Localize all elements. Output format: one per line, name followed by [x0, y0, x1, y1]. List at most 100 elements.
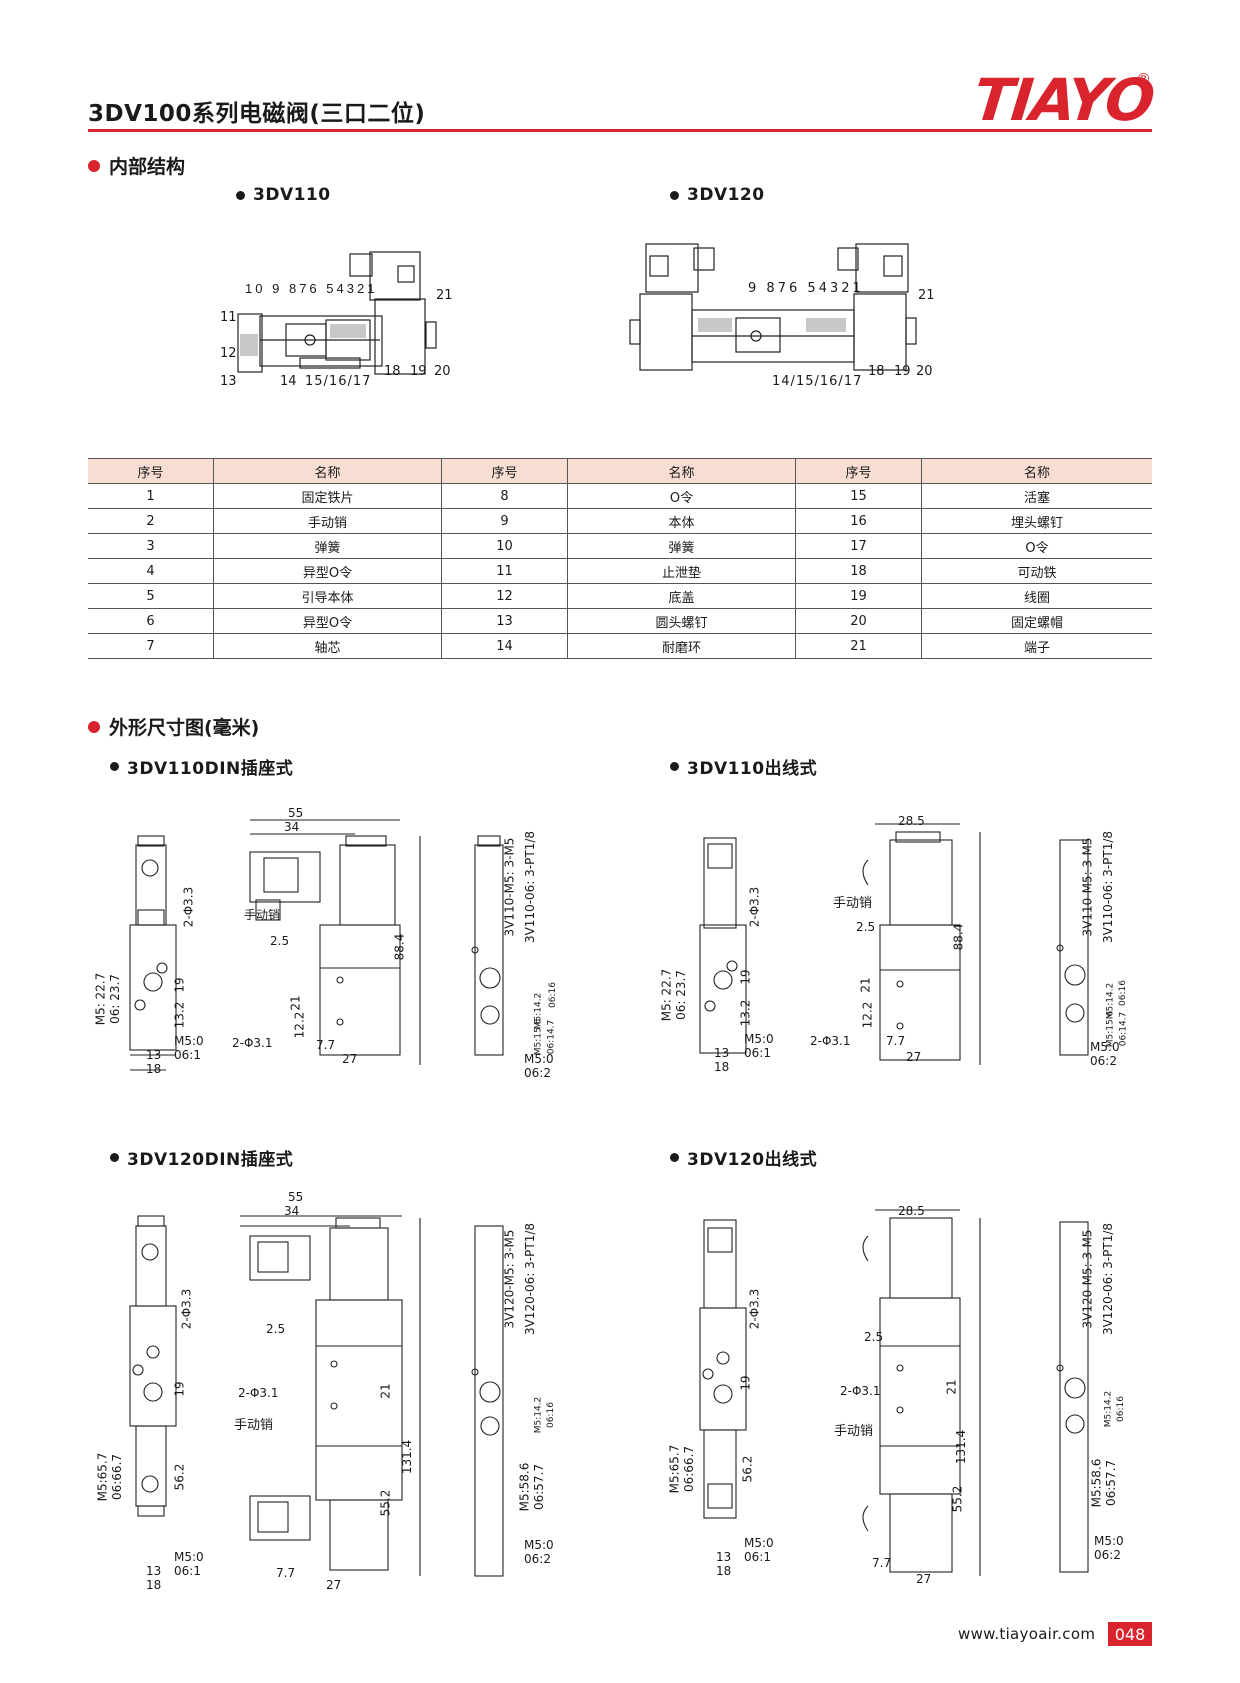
- dim-06-57-7: 06:57.7: [532, 1463, 547, 1511]
- brand-logo: TIAYO: [970, 66, 1157, 134]
- dim-hole-31: 2-Φ3.1: [840, 1384, 881, 1398]
- dim-13: 13: [146, 1048, 162, 1062]
- header-no: 序号: [795, 458, 922, 484]
- dim-55: 55: [288, 806, 304, 820]
- dim-27: 27: [342, 1052, 358, 1066]
- bullet-icon: [110, 1153, 119, 1162]
- dimension-drawing-3dv110-cable: [699, 823, 1089, 1065]
- manual-pin-label: 手动销: [834, 1424, 874, 1439]
- page-number: 048: [1108, 1622, 1152, 1646]
- dim-2-5: 2.5: [270, 934, 290, 948]
- section-dimensions: 外形尺寸图(毫米): [88, 713, 259, 740]
- dim-hole-33: 2-Φ3.3: [179, 1288, 194, 1330]
- dim-m5-0: M5:0: [174, 1034, 204, 1048]
- dim-m5-0: M5:0: [1090, 1040, 1120, 1054]
- bullet-icon: [88, 720, 100, 733]
- dim-m5-58-6: M5:58.6: [517, 1462, 532, 1512]
- dim-2-5: 2.5: [864, 1330, 884, 1344]
- dim-m5-15-6: M5:15.6: [533, 1018, 544, 1056]
- dim-56-2: 56.2: [172, 1463, 187, 1491]
- dim-hole-31: 2-Φ3.1: [810, 1034, 851, 1048]
- dim-06-16: 06:16: [1117, 980, 1128, 1006]
- ports-06-label: 3V110-06: 3-PT1/8: [523, 830, 538, 944]
- callout-19: 19: [410, 364, 427, 379]
- header-name: 名称: [213, 458, 442, 484]
- dim-19: 19: [172, 1381, 187, 1397]
- dim-2-5: 2.5: [856, 920, 876, 934]
- dim-28-5: 28.5: [898, 814, 925, 828]
- dim-21: 21: [944, 1379, 959, 1395]
- manual-pin-label: 手动销: [244, 908, 281, 922]
- dim-06-2: 06:2: [524, 1552, 551, 1566]
- header-no: 序号: [441, 458, 568, 484]
- callout-13: 13: [220, 374, 237, 389]
- dim-131-4: 131.4: [954, 1429, 969, 1465]
- bullet-icon: [88, 159, 100, 172]
- dim-m5-22-7: M5: 22.7: [93, 972, 108, 1026]
- section-title-text: 外形尺寸图(毫米): [109, 717, 260, 739]
- dim-21: 21: [288, 995, 303, 1011]
- dim-88-4: 88.4: [392, 933, 407, 961]
- cutaway-drawing-3dv110: [237, 251, 437, 375]
- ports-06-label: 3V110-06: 3-PT1/8: [1101, 830, 1116, 944]
- dim-12-2: 12.2: [292, 1011, 307, 1039]
- callout-21: 21: [436, 288, 453, 303]
- dim-13: 13: [716, 1550, 732, 1564]
- dim-19: 19: [738, 1375, 753, 1391]
- dim-13: 13: [714, 1046, 730, 1060]
- callout-18: 18: [868, 364, 885, 379]
- dim-m5-65-7: M5:65.7: [667, 1444, 682, 1494]
- dim-27: 27: [326, 1578, 342, 1592]
- callout-21: 21: [918, 288, 935, 303]
- dim-34: 34: [284, 1204, 300, 1218]
- callout-row-bottom-left: 15/16/17: [305, 374, 372, 389]
- dim-28-5: 28.5: [898, 1204, 925, 1218]
- header-name: 名称: [921, 458, 1152, 484]
- dim-m5-14-2: M5:14.2: [533, 1396, 544, 1434]
- dim-06-1: 06:1: [744, 1550, 771, 1564]
- section-internal-structure: 内部结构: [88, 152, 185, 179]
- cutaway-drawing-3dv120: [629, 243, 917, 371]
- dim-hole-33: 2-Φ3.3: [747, 1288, 762, 1330]
- dim-131-4: 131.4: [400, 1439, 415, 1475]
- dim-13: 13: [146, 1564, 162, 1578]
- bullet-icon: [110, 762, 119, 771]
- dim-m5-0: M5:0: [524, 1052, 554, 1066]
- dim-21: 21: [858, 977, 873, 993]
- dim-19: 19: [172, 977, 187, 993]
- dim-7-7: 7.7: [886, 1034, 906, 1048]
- callout-11: 11: [220, 310, 237, 325]
- bullet-icon: [236, 190, 245, 200]
- dim-7-7: 7.7: [276, 1566, 296, 1580]
- bullet-icon: [670, 190, 679, 200]
- callout-row-top-right: 9 876 54321: [748, 281, 864, 296]
- dim-hole-31: 2-Φ3.1: [232, 1036, 273, 1050]
- dim-hole-33: 2-Φ3.3: [181, 886, 196, 928]
- dim-m5-14-2: M5:14.2: [1103, 1390, 1114, 1428]
- dim-7-7: 7.7: [872, 1556, 892, 1570]
- dim-06-2: 06:2: [524, 1066, 551, 1080]
- dim-06-2: 06:2: [1094, 1548, 1121, 1562]
- bullet-icon: [670, 762, 679, 771]
- dim-06-66-7: 06:66.7: [682, 1445, 697, 1493]
- dim-21: 21: [378, 1383, 393, 1399]
- dim-06-1: 06:1: [174, 1048, 201, 1062]
- dim-m5-0: M5:0: [524, 1538, 554, 1552]
- dim-06-1: 06:1: [174, 1564, 201, 1578]
- website-link[interactable]: www.tiayoair.com: [958, 1625, 1096, 1643]
- manual-pin-label: 手动销: [833, 896, 873, 911]
- dim-06-23-7: 06: 23.7: [107, 974, 122, 1024]
- dim-88-4: 88.4: [951, 923, 966, 951]
- dimension-drawing-3dv110-din: [129, 819, 504, 1071]
- manual-pin-label: 手动销: [234, 1418, 274, 1433]
- ports-m5-label: 3V120-M5: 3-M5: [1080, 1229, 1095, 1329]
- bullet-icon: [670, 1153, 679, 1162]
- header-divider: [88, 129, 1152, 132]
- dim-06-16: 06:16: [1115, 1396, 1126, 1422]
- model-label-text: 3DV110: [253, 185, 331, 205]
